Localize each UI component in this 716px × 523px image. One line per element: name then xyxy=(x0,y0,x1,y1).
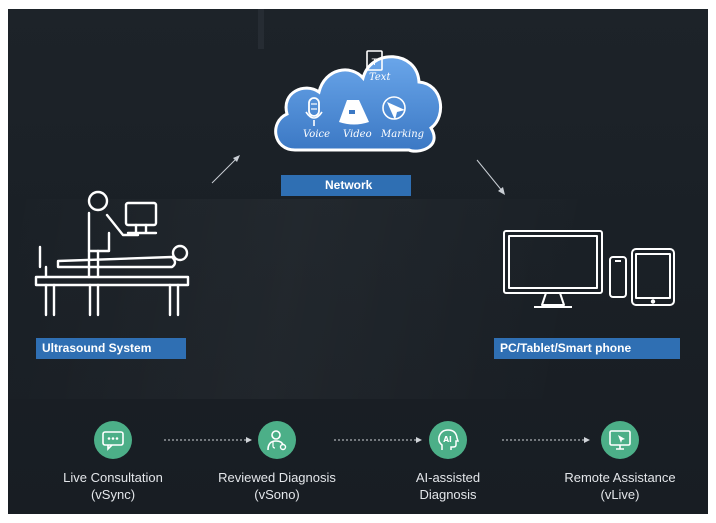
microphone-icon xyxy=(305,97,323,126)
step-circle xyxy=(94,421,132,459)
step-circle xyxy=(258,421,296,459)
step-title: Live Consultation xyxy=(63,470,163,485)
step-subtitle: (vSono) xyxy=(254,487,300,502)
monitor-cursor-icon xyxy=(609,430,631,450)
step-circle: AI xyxy=(429,421,467,459)
flow-arrow-1 xyxy=(164,437,252,443)
background-band xyxy=(8,199,708,399)
text-document-icon: T xyxy=(366,50,383,71)
ultrasound-system-label: Ultrasound System xyxy=(36,338,186,359)
step-caption: Live Consultation (vSync) xyxy=(38,469,188,503)
marking-cursor-icon xyxy=(382,96,406,120)
network-label: Network xyxy=(281,175,411,196)
arrow-to-devices-icon xyxy=(476,159,505,195)
background-accent xyxy=(258,9,264,49)
cloud-icon: T xyxy=(274,50,442,153)
voice-label: Voice xyxy=(303,129,331,140)
svg-text:T: T xyxy=(371,58,378,68)
diagram-canvas: T Text Voice Video Marking xyxy=(8,9,708,514)
step-caption: AI-assisted Diagnosis xyxy=(373,469,523,503)
step-title: AI-assisted xyxy=(415,470,481,485)
marking-label: Marking xyxy=(381,129,425,140)
svg-text:AI: AI xyxy=(443,435,452,444)
video-fan-icon xyxy=(339,100,369,125)
flow-arrow-3 xyxy=(502,437,590,443)
step-circle xyxy=(601,421,639,459)
step-title: Reviewed Diagnosis xyxy=(218,470,336,485)
devices-label: PC/Tablet/Smart phone xyxy=(494,338,680,359)
flow-arrow-2 xyxy=(334,437,422,443)
doctor-icon xyxy=(267,430,287,451)
step-subtitle: (vSync) xyxy=(90,487,136,502)
text-label: Text xyxy=(369,72,391,83)
video-label: Video xyxy=(343,129,372,140)
step-subtitle: (vLive) xyxy=(600,487,640,502)
chat-icon xyxy=(102,431,124,451)
ai-head-icon: AI xyxy=(438,429,460,450)
step-subtitle: Diagnosis xyxy=(419,487,477,502)
ultrasound-system-icon xyxy=(34,190,190,317)
step-title: Remote Assistance xyxy=(564,470,676,485)
devices-icon xyxy=(503,230,675,308)
network-cloud: T Text Voice Video Marking xyxy=(267,30,447,160)
step-caption: Reviewed Diagnosis (vSono) xyxy=(202,469,352,503)
arrow-to-cloud-icon xyxy=(211,155,240,184)
step-caption: Remote Assistance (vLive) xyxy=(545,469,695,503)
